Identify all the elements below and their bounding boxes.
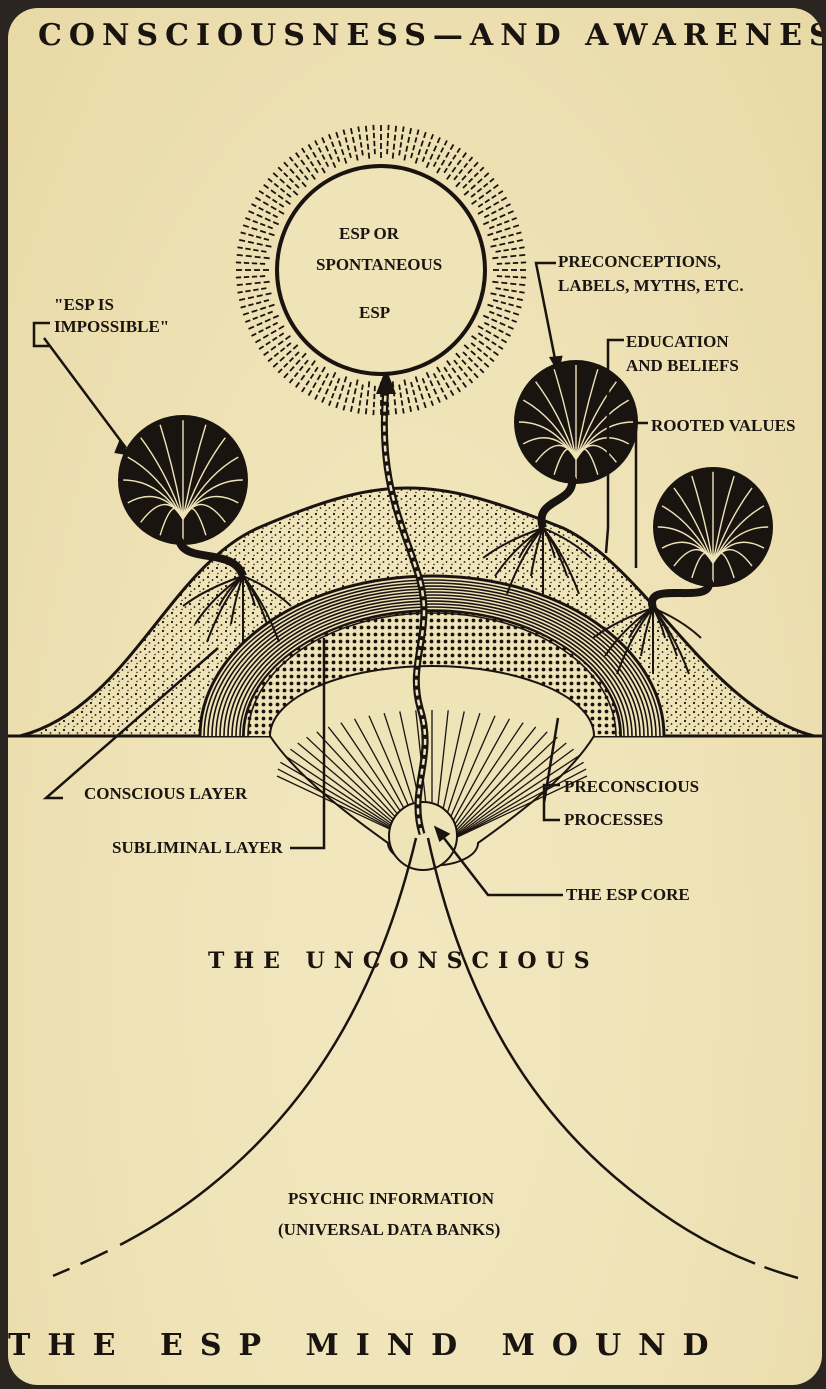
label-esp-core: THE ESP CORE [566,884,690,906]
label-unconscious: THE UNCONSCIOUS [208,948,599,974]
label-esp-impossible-2: IMPOSSIBLE" [54,316,169,338]
page-title: CONSCIOUSNESS—AND AWARENESS [38,18,822,53]
sun-label-line-3: ESP [359,302,390,324]
label-psychic-2: (UNIVERSAL DATA BANKS) [278,1219,500,1241]
unconscious-cone-left [48,838,416,1278]
footer-title: THE ESP MIND MOUND [8,1328,726,1363]
label-preconscious-1: PRECONSCIOUS [564,776,699,798]
diagram-page: CONSCIOUSNESS—AND AWARENESS ESP OR SPONT… [8,8,822,1385]
label-rooted-values: ROOTED VALUES [651,415,795,437]
leader-rooted-values [636,423,648,568]
sun-label-line-1: ESP OR [339,223,399,245]
sun-label-line-2: SPONTANEOUS [316,254,442,276]
leader-esp-impossible [34,323,126,448]
leader-preconceptions [536,263,556,364]
label-psychic-1: PSYCHIC INFORMATION [288,1188,494,1210]
label-education-1: EDUCATION [626,331,729,353]
label-education-2: AND BELIEFS [626,355,739,377]
label-subliminal-layer: SUBLIMINAL LAYER [112,837,283,859]
esp-mind-mound-diagram [8,8,822,1385]
label-conscious-layer: CONSCIOUS LAYER [84,783,247,805]
label-preconceptions-2: LABELS, MYTHS, ETC. [558,275,744,297]
label-preconscious-2: PROCESSES [564,809,663,831]
label-preconceptions-1: PRECONCEPTIONS, [558,251,721,273]
label-esp-impossible-1: "ESP IS [54,294,114,316]
